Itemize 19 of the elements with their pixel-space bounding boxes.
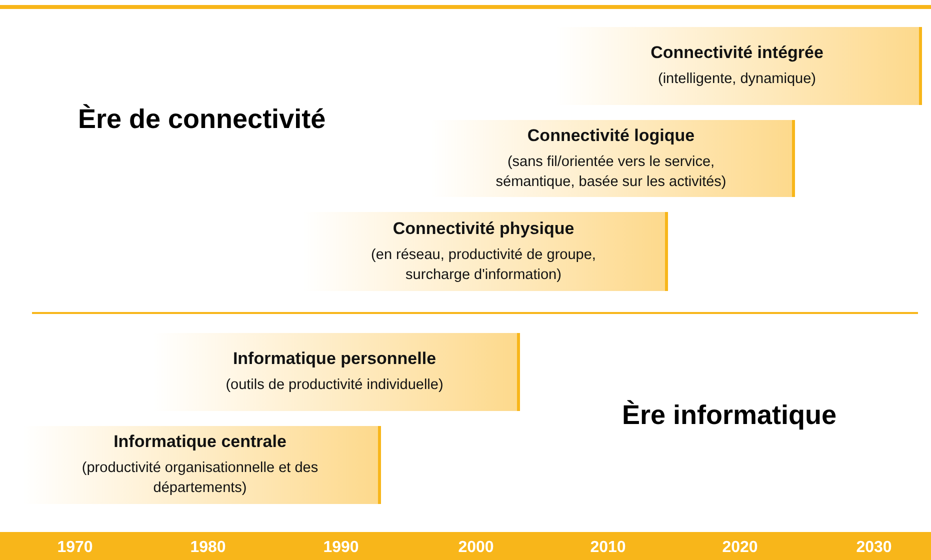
era-heading: Ère de connectivité [78, 104, 326, 135]
year-label: 2000 [457, 539, 495, 557]
bar-title: Informatique centrale [114, 432, 286, 452]
era-heading: Ère informatique [622, 400, 837, 431]
year-label: 2020 [721, 539, 759, 557]
bar-title: Informatique personnelle [232, 349, 436, 369]
bar-description: (sans fil/orientée vers le service, sémantique, basée sur les activités) [494, 152, 728, 192]
year-label: 2030 [855, 539, 893, 557]
year-label: 1970 [56, 539, 94, 557]
bar-title: Connectivité logique [527, 126, 695, 146]
bar-description: (productivité organisationnelle et des départements) [80, 459, 320, 498]
year-label: 1980 [189, 539, 227, 557]
bar-description: (outils de productivité individuelle) [226, 376, 444, 395]
year-label: 1990 [322, 539, 360, 557]
bar-title: Connectivité intégrée [650, 43, 824, 63]
year-label: 2010 [589, 539, 627, 557]
bar-description: (intelligente, dynamique) [658, 70, 816, 89]
bar-title: Connectivité physique [392, 218, 574, 238]
bar-description: (en réseau, productivité de groupe, surcharge d'information) [370, 246, 597, 284]
